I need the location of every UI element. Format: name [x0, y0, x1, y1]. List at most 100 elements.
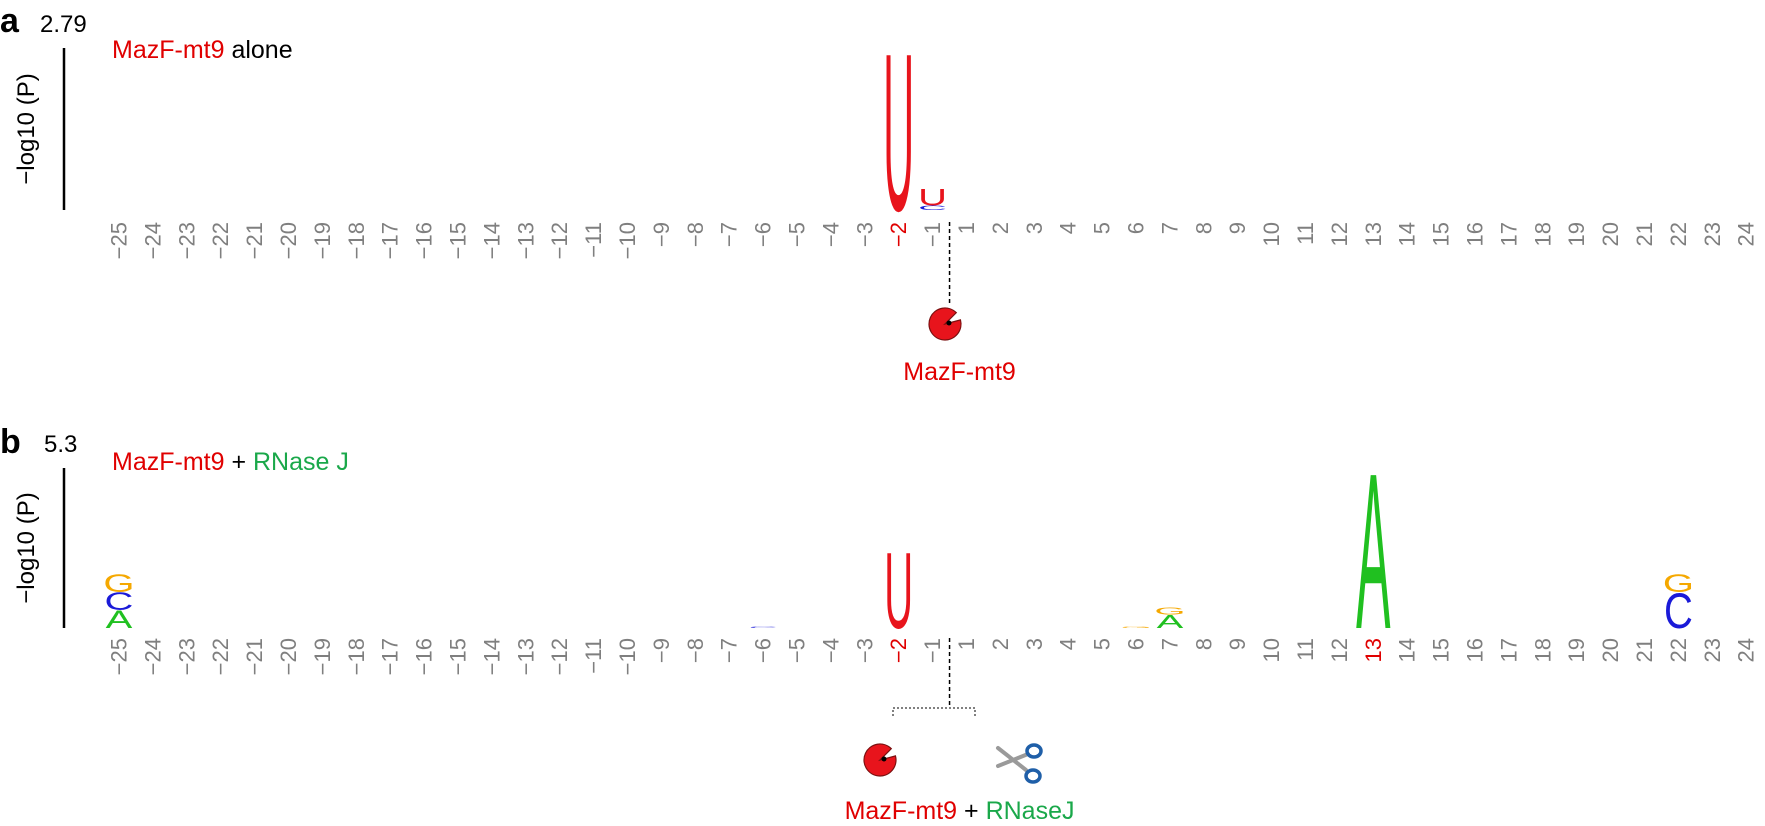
- x-tick-label: 18: [1530, 638, 1555, 662]
- x-tick-label: −7: [717, 638, 742, 663]
- x-tick-label: 1: [954, 222, 979, 234]
- x-tick-label: −9: [649, 638, 674, 663]
- x-tick-label: 1: [954, 638, 979, 650]
- x-tick-label: −4: [818, 638, 843, 663]
- x-tick-label: 16: [1463, 222, 1488, 246]
- x-tick-label: 17: [1496, 222, 1521, 246]
- x-tick-label: −14: [479, 222, 504, 259]
- x-tick-label: −22: [208, 222, 233, 259]
- logo-letter-A: A: [1356, 428, 1390, 676]
- x-tick-label: 7: [1157, 638, 1182, 650]
- x-tick-label: −23: [174, 222, 199, 259]
- x-tick-label: −5: [785, 222, 810, 247]
- y-axis-label: −log10 (P): [13, 492, 40, 603]
- enzyme-bracket: [892, 707, 976, 716]
- x-tick-label: −15: [446, 222, 471, 259]
- x-tick-label: 24: [1734, 222, 1759, 246]
- x-tick-label: 19: [1564, 638, 1589, 662]
- logo-stack: U: [884, 531, 913, 652]
- x-tick-label: 4: [1056, 638, 1081, 650]
- y-axis-label: −log10 (P): [13, 73, 40, 184]
- x-tick-label: 23: [1700, 222, 1725, 246]
- x-tick-label: 22: [1666, 222, 1691, 246]
- x-tick-label: −17: [378, 638, 403, 675]
- logo-letter-A: A: [1157, 611, 1184, 632]
- x-tick-label: 13: [1361, 638, 1386, 662]
- scissors-icon: [996, 743, 1043, 784]
- x-tick-label: 18: [1530, 222, 1555, 246]
- x-tick-label: −6: [751, 638, 776, 663]
- y-axis-max-label: 2.79: [40, 11, 87, 38]
- x-tick-label: −3: [852, 638, 877, 663]
- x-tick-label: 14: [1395, 222, 1420, 246]
- logo-stack: G: [1120, 626, 1151, 628]
- x-tick-label: 8: [1191, 638, 1216, 650]
- logo-letter-C: C: [918, 204, 947, 211]
- x-tick-label: 8: [1191, 222, 1216, 234]
- x-tick-label: −13: [513, 638, 538, 675]
- x-tick-label: −20: [276, 638, 301, 675]
- x-tick-label: 9: [1225, 222, 1250, 234]
- logo-letter-U: U: [883, 7, 914, 258]
- x-tick-label: −5: [785, 638, 810, 663]
- x-tick-label: 9: [1225, 638, 1250, 650]
- x-tick-label: −4: [818, 222, 843, 247]
- panel-letter: a: [0, 2, 20, 40]
- logo-stack: AG: [1154, 605, 1185, 632]
- x-tick-label: 12: [1327, 638, 1352, 662]
- x-tick-label: −7: [717, 222, 742, 247]
- x-tick-label: 22: [1666, 638, 1691, 662]
- x-tick-label: −6: [751, 222, 776, 247]
- x-tick-label: −21: [242, 638, 267, 675]
- x-tick-label: −11: [581, 638, 606, 674]
- x-tick-label: −22: [208, 638, 233, 675]
- x-tick-label: −15: [446, 638, 471, 675]
- logo-letter-C: C: [749, 626, 778, 628]
- x-tick-label: 11: [1293, 638, 1318, 661]
- pacman-icon: [863, 743, 897, 777]
- x-tick-label: 6: [1124, 638, 1149, 650]
- x-tick-label: −12: [547, 222, 572, 259]
- x-tick-label: −8: [683, 222, 708, 247]
- x-tick-label: −20: [276, 222, 301, 259]
- logo-letter-G: G: [1154, 605, 1185, 616]
- x-tick-label: −21: [242, 222, 267, 259]
- x-tick-label: −17: [378, 222, 403, 259]
- logo-stack: ACG: [103, 570, 134, 634]
- logo-letter-G: G: [1120, 626, 1151, 628]
- y-axis-max-label: 5.3: [44, 431, 77, 458]
- condition-title: MazF-mt9 + RNase J: [112, 448, 349, 476]
- x-tick-label: −24: [140, 638, 165, 675]
- x-tick-label: 20: [1598, 638, 1623, 662]
- logo-letter-A: A: [106, 606, 134, 634]
- logo-stack: CG: [1663, 570, 1694, 639]
- x-tick-label: −18: [344, 222, 369, 259]
- logo-letter-C: C: [105, 588, 134, 616]
- x-tick-label: −10: [615, 222, 640, 259]
- x-tick-label: 10: [1259, 222, 1284, 246]
- x-tick-label: 3: [1022, 222, 1047, 234]
- x-tick-label: 7: [1157, 222, 1182, 234]
- logo-letter-G: G: [103, 570, 134, 598]
- x-tick-label: −16: [412, 638, 437, 675]
- logo-stack: A: [1356, 428, 1390, 676]
- x-tick-label: −18: [344, 638, 369, 675]
- x-tick-label: 12: [1327, 222, 1352, 246]
- logo-letter-G: G: [1663, 570, 1694, 598]
- logo-letter-U: U: [884, 531, 913, 652]
- x-tick-label: −8: [683, 638, 708, 663]
- x-tick-label: −25: [107, 638, 132, 675]
- x-tick-label: 19: [1564, 222, 1589, 246]
- x-tick-label: 21: [1632, 638, 1657, 662]
- x-tick-label: 23: [1700, 638, 1725, 662]
- x-tick-label: 24: [1734, 638, 1759, 662]
- x-tick-label: −24: [140, 222, 165, 259]
- x-tick-label: −19: [310, 222, 335, 259]
- x-tick-label: 15: [1429, 222, 1454, 246]
- x-tick-label: 5: [1090, 222, 1115, 234]
- x-tick-label: 21: [1632, 222, 1657, 246]
- x-tick-label: −25: [107, 222, 132, 259]
- x-tick-label: −14: [479, 638, 504, 675]
